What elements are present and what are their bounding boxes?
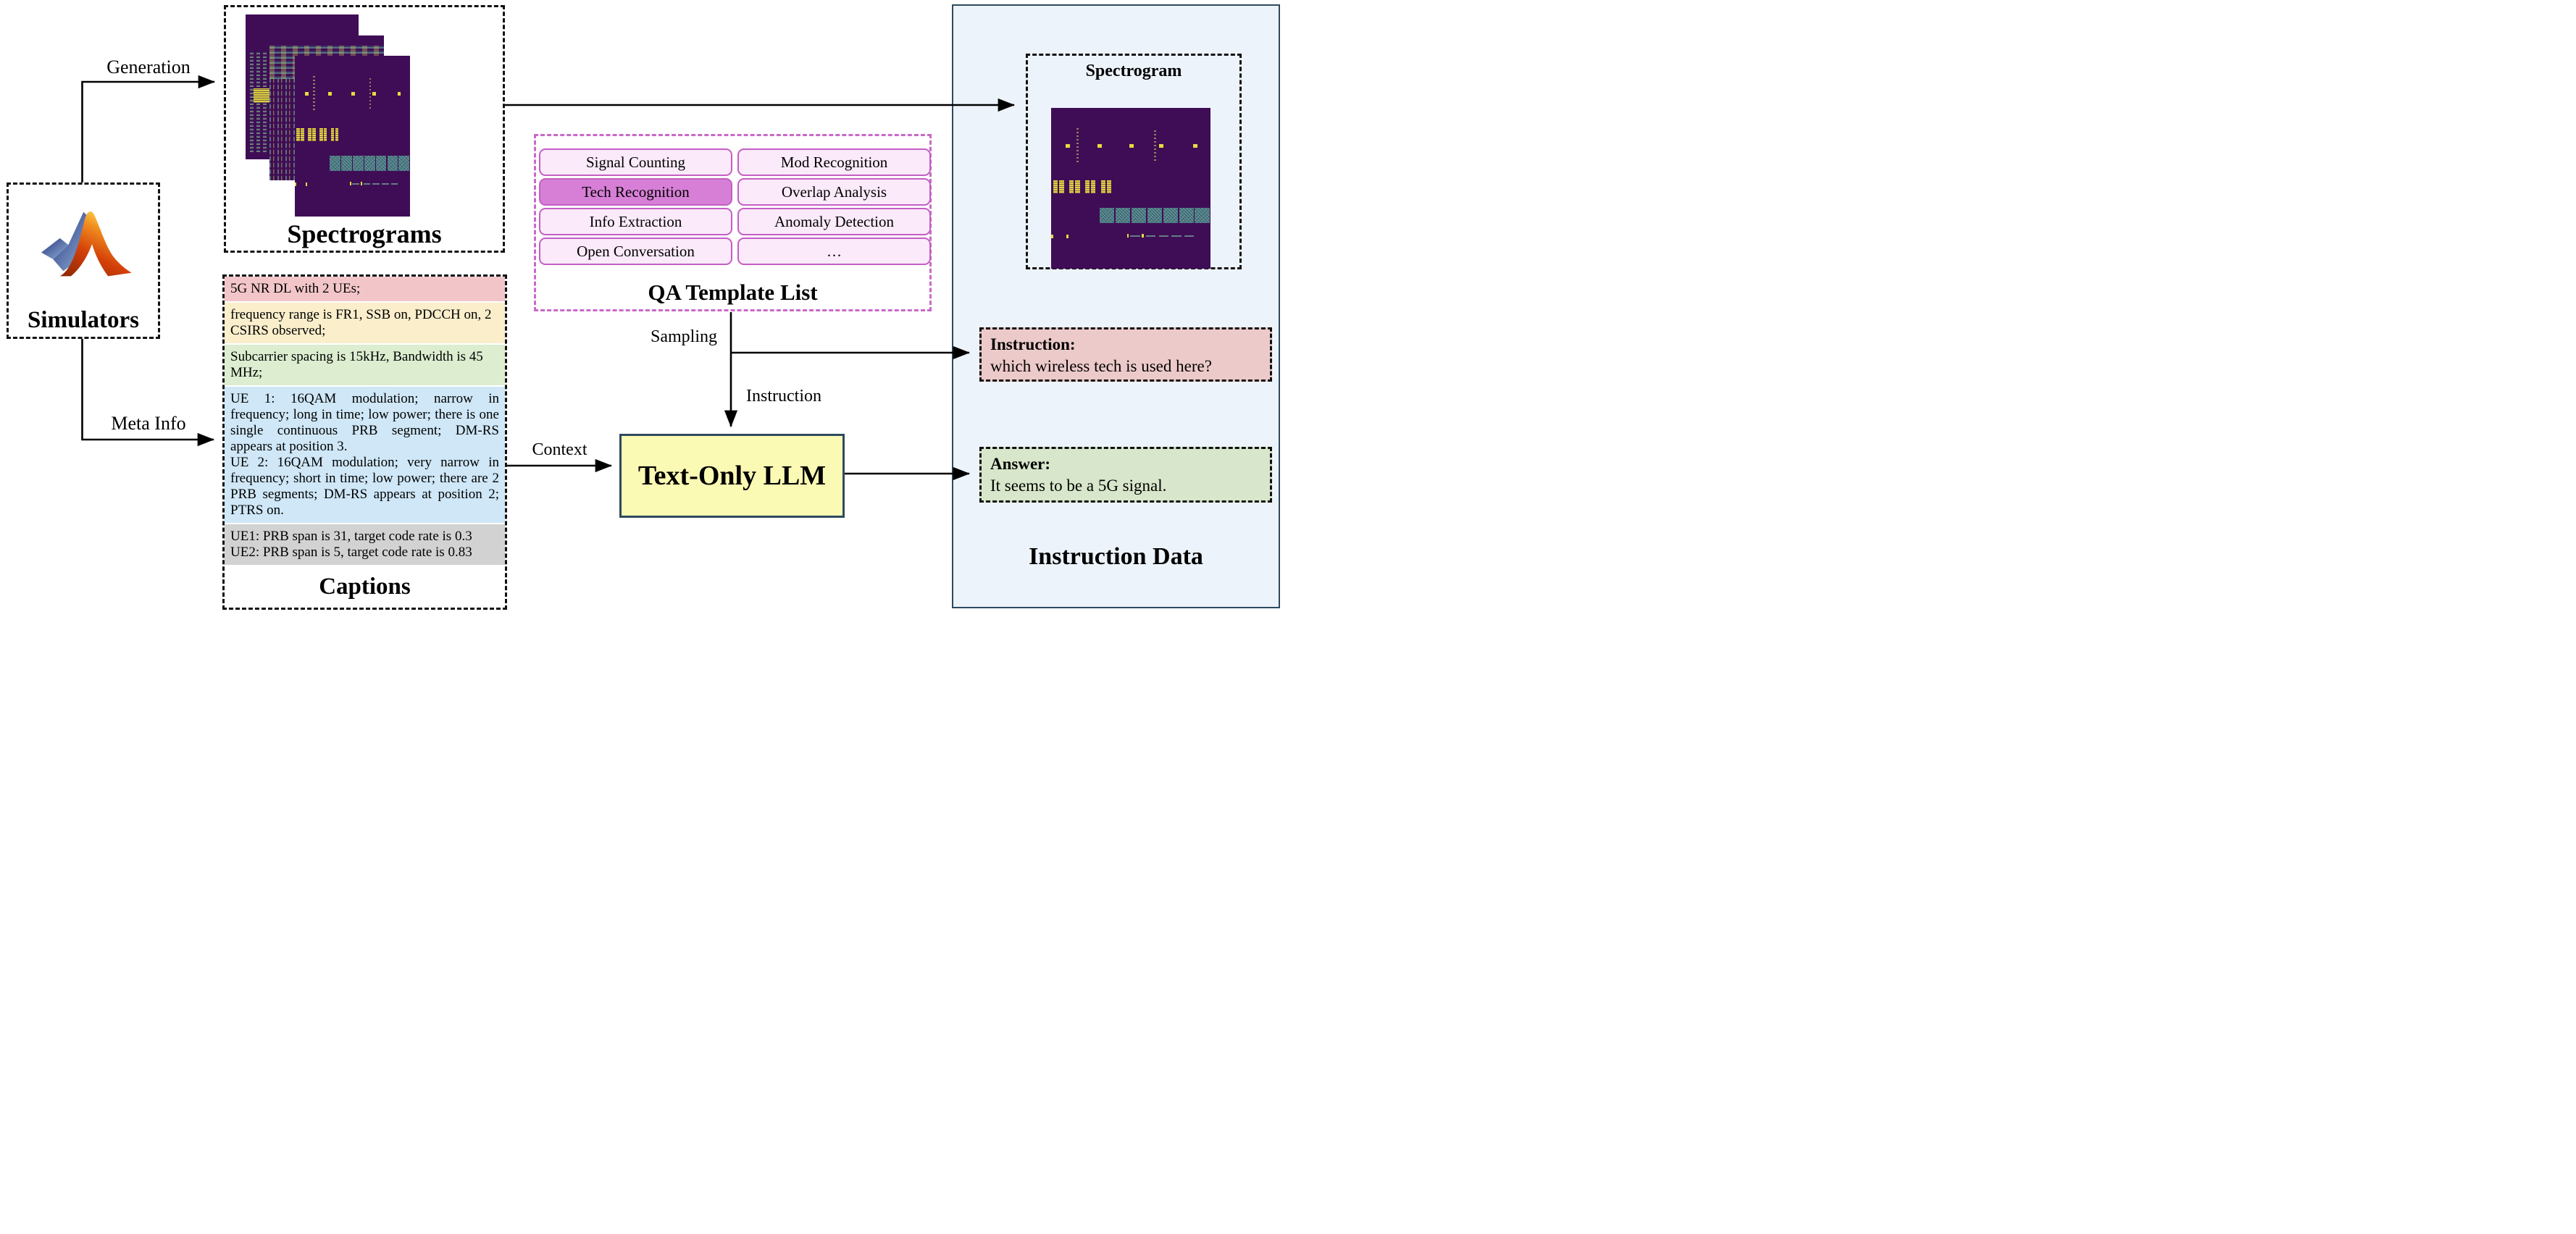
spectrogram-ssb-dot (397, 91, 401, 96)
spectrogram-mark (372, 182, 380, 185)
qa-template-info-extraction: Info Extraction (539, 208, 732, 235)
spectrogram-prb-block (398, 155, 410, 171)
spectrogram-prb-block (387, 155, 398, 171)
generation-arrow-label: Generation (106, 56, 191, 77)
caption-ue-details: UE 1: 16QAM modulation; narrow in freque… (225, 387, 505, 523)
spectrogram-prb-block (1147, 207, 1162, 223)
caption-prb-span: UE1: PRB span is 31, target code rate is… (225, 524, 505, 565)
spectrogram-signal-burst (296, 127, 339, 141)
captions-box: 5G NR DL with 2 UEs; frequency range is … (222, 274, 507, 610)
spectrogram-faint-column (1076, 127, 1079, 163)
caption-subcarrier: Subcarrier spacing is 15kHz, Bandwidth i… (225, 345, 505, 385)
output-spectrogram-box: Spectrogram (1026, 54, 1242, 269)
spectrogram-mark (360, 182, 362, 186)
spectrogram-prb-block (1163, 207, 1178, 223)
spectrogram-mark (306, 182, 308, 187)
spectrogram-signal-burst (253, 88, 271, 103)
instruction-data-title: Instruction Data (1029, 543, 1203, 570)
answer-block: Answer: It seems to be a 5G signal. (979, 447, 1272, 503)
qa-template-anomaly-detection: Anomaly Detection (737, 208, 931, 235)
spectrogram-prb-block (1100, 207, 1115, 223)
spectrogram-mark (1126, 234, 1129, 238)
instruction-block: Instruction: which wireless tech is used… (979, 327, 1272, 382)
spectrograms-title: Spectrograms (287, 219, 442, 248)
qa-template-mod-recognition: Mod Recognition (737, 148, 931, 176)
spectrogram-faint-column (1153, 128, 1156, 161)
output-spectrogram-label: Spectrogram (1085, 62, 1182, 80)
spectrogram-prb-block (341, 155, 352, 171)
spectrogram-ssb-dot (1158, 143, 1164, 148)
captions-title: Captions (319, 574, 411, 600)
generation-arrow (81, 75, 216, 182)
spectrogram-image-front (295, 56, 410, 217)
spectrogram-ssb-dot (1192, 143, 1198, 148)
spectrogram-ssb-dot (1129, 143, 1134, 148)
spectrogram-mark (1130, 235, 1140, 238)
spectrogram-mark (382, 182, 389, 185)
spectrogram-ssb-dot (1065, 143, 1071, 148)
spectrogram-mark (1051, 235, 1053, 239)
spectrogram-ssb-dot (372, 91, 377, 96)
answer-header: Answer: (990, 455, 1051, 473)
spectrogram-mark (1142, 234, 1145, 238)
spectrogram-ssb-dot (1097, 143, 1103, 148)
caption-scenario: 5G NR DL with 2 UEs; (225, 277, 505, 301)
spectrogram-prb-block (353, 155, 364, 171)
caption-frequency-range: frequency range is FR1, SSB on, PDCCH on… (225, 303, 505, 343)
spectrogram-mark (1184, 235, 1195, 238)
spectrogram-mark (390, 182, 398, 185)
spectrogram-prb-block (364, 155, 375, 171)
output-spectrogram-image (1051, 108, 1210, 269)
spectrogram-mark (295, 182, 297, 187)
instruction-text: which wireless tech is used here? (990, 357, 1212, 375)
instruction-header: Instruction: (990, 335, 1076, 353)
qa-template-tech-recognition: Tech Recognition (539, 178, 732, 206)
spectrogram-mark (349, 182, 351, 186)
text-only-llm-label: Text-Only LLM (637, 461, 827, 491)
qa-template-list-title: QA Template List (648, 280, 818, 305)
spectrogram-mark (1158, 235, 1168, 238)
spectrogram-signal-burst (1053, 180, 1112, 193)
text-only-llm-box: Text-Only LLM (619, 434, 845, 518)
qa-template-grid: Signal Counting Mod Recognition Tech Rec… (539, 148, 931, 265)
spectrogram-faint-column (313, 75, 315, 111)
qa-template-signal-counting: Signal Counting (539, 148, 732, 176)
spectrogram-ssb-dot (328, 91, 332, 96)
spectrogram-ssb-dot (351, 91, 355, 96)
qa-template-ellipsis: … (737, 238, 931, 265)
spectrogram-prb-block (1195, 207, 1210, 223)
answer-text: It seems to be a 5G signal. (990, 477, 1167, 495)
spectrograms-box: Spectrograms (224, 5, 505, 253)
spectrogram-ssb-dot (305, 91, 309, 96)
spectrogram-mark (1066, 235, 1069, 239)
spectrogram-prb-block (330, 155, 341, 171)
qa-template-overlap-analysis: Overlap Analysis (737, 178, 931, 206)
diagram-canvas: Spectrogram Instruction: which wireless … (0, 0, 1288, 617)
spectrogram-prb-block (1131, 207, 1147, 223)
instruction-arrow-label: Instruction (746, 387, 821, 406)
spectrogram-prb-block (375, 155, 387, 171)
context-arrow-label: Context (532, 440, 587, 459)
spectrogram-mark (1146, 235, 1156, 238)
sampling-arrow-label: Sampling (650, 327, 717, 346)
simulators-box: Simulators (7, 182, 160, 339)
spectrogram-mark (1171, 235, 1182, 238)
spectrogram-mark (363, 182, 371, 185)
spectrogram-faint-column (369, 76, 371, 109)
qa-template-open-conversation: Open Conversation (539, 238, 732, 265)
meta-info-arrow-label: Meta Info (111, 413, 186, 434)
spectrogram-prb-block (1115, 207, 1131, 223)
instruction-data-panel: Spectrogram Instruction: which wireless … (952, 4, 1280, 608)
spectrogram-prb-block (1179, 207, 1194, 223)
qa-template-list-box: Signal Counting Mod Recognition Tech Rec… (534, 134, 932, 311)
simulators-title: Simulators (27, 307, 139, 333)
spectrogram-mark (352, 182, 359, 185)
matlab-logo-icon (41, 211, 132, 277)
